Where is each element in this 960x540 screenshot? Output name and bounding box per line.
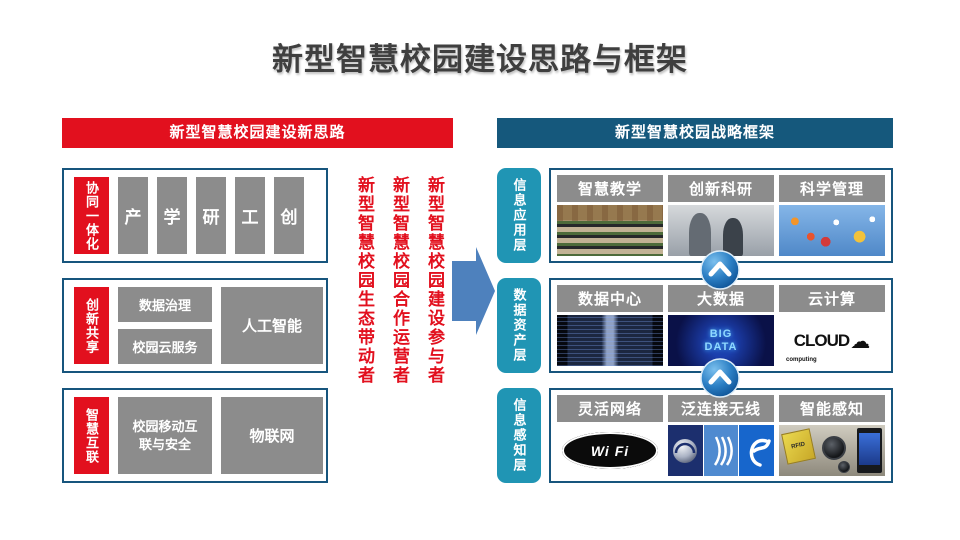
slide-title: 新型智慧校园建设思路与框架: [272, 42, 688, 77]
layer-box-data-assets: 数据中心 大数据 BIG DATA 云计算 CLOUD ☁ computing: [549, 278, 893, 373]
camera-icon: [822, 436, 847, 461]
layer-label-information-sensing: 信息感知层: [497, 388, 541, 483]
classroom-photo: [557, 205, 663, 256]
smart-teaching-title: 智慧教学: [557, 175, 663, 202]
cell-mobile-security: 校园移动互联与安全: [118, 397, 212, 474]
dashboard-illustration: [779, 205, 885, 256]
cell-data-governance: 数据治理: [118, 287, 212, 322]
cell-industry: 产: [118, 177, 148, 254]
cell-campus-cloud: 校园云服务: [118, 329, 212, 364]
wifi-logo: Wi Fi: [557, 425, 663, 476]
column-big-data: 大数据 BIG DATA: [668, 285, 774, 366]
right-block-arrow-icon: [452, 245, 496, 342]
vertical-text-cooperation-operator: 新型智慧校园合作运营者: [390, 176, 409, 385]
up-chevron-icon-1: [700, 250, 740, 295]
up-chevron-icon-2: [700, 358, 740, 403]
scientific-management-title: 科学管理: [779, 175, 885, 202]
column-data-center: 数据中心: [557, 285, 663, 366]
left-row-innovation-sharing: 创新共享 数据治理 校园云服务 人工智能: [62, 278, 328, 373]
research-photo: [668, 205, 774, 256]
left-panel-header: 新型智慧校园建设新思路: [62, 118, 453, 148]
right-panel-header: 新型智慧校园战略框架: [497, 118, 893, 148]
innovative-research-title: 创新科研: [668, 175, 774, 202]
china-telecom-logo: [739, 425, 774, 476]
cloud-logo: CLOUD ☁ computing: [779, 315, 885, 366]
data-center-title: 数据中心: [557, 285, 663, 312]
column-scientific-management: 科学管理: [779, 175, 885, 256]
layer-label-information-application: 信息应用层: [497, 168, 541, 263]
cloud-computing-title: 云计算: [779, 285, 885, 312]
wifi-logo-text: Wi Fi: [562, 432, 658, 469]
server-room-photo: [557, 315, 663, 366]
column-cloud-computing: 云计算 CLOUD ☁ computing: [779, 285, 885, 366]
cell-ai: 人工智能: [221, 287, 323, 364]
column-flexible-network: 灵活网络 Wi Fi: [557, 395, 663, 476]
intelligent-sensing-title: 智能感知: [779, 395, 885, 422]
row-label-innovation-sharing: 创新共享: [74, 287, 109, 364]
big-data-graphic-text: BIG DATA: [704, 327, 738, 353]
left-row-smart-interconnect: 智慧互联 校园移动互联与安全 物联网: [62, 388, 328, 483]
big-data-graphic: BIG DATA: [668, 315, 774, 366]
layer-label-data-assets: 数据资产层: [497, 278, 541, 373]
smartphone-icon: [857, 428, 882, 473]
cloud-logo-text: CLOUD: [793, 330, 850, 350]
column-innovative-research: 创新科研: [668, 175, 774, 256]
cloud-icon: ☁: [850, 328, 871, 353]
china-unicom-logo: [703, 425, 739, 476]
cell-academia: 学: [157, 177, 187, 254]
ubiquitous-wireless-title: 泛连接无线: [668, 395, 774, 422]
row-label-collaboration: 协同一体化: [74, 177, 109, 254]
telecom-carrier-logos: [668, 425, 774, 476]
cell-iot: 物联网: [221, 397, 323, 474]
small-camera-icon: [838, 460, 851, 473]
vertical-text-ecosystem-driver: 新型智慧校园生态带动者: [355, 176, 374, 385]
china-mobile-logo: [668, 425, 703, 476]
layer-box-sensing: 灵活网络 Wi Fi 泛连接无线: [549, 388, 893, 483]
flexible-network-title: 灵活网络: [557, 395, 663, 422]
cloud-logo-subtext: computing: [786, 357, 817, 363]
row-label-smart-interconnect: 智慧互联: [74, 397, 109, 474]
cell-engineering: 工: [235, 177, 265, 254]
rfid-camera-phone-photo: RFID: [779, 425, 885, 476]
column-intelligent-sensing: 智能感知 RFID: [779, 395, 885, 476]
layer-box-application: 智慧教学 创新科研 科学管理: [549, 168, 893, 263]
rfid-tag-icon: RFID: [781, 428, 816, 465]
column-smart-teaching: 智慧教学: [557, 175, 663, 256]
cell-research: 研: [196, 177, 226, 254]
column-ubiquitous-wireless: 泛连接无线: [668, 395, 774, 476]
cell-innovation: 创: [274, 177, 304, 254]
vertical-text-construction-participant: 新型智慧校园建设参与者: [425, 176, 444, 385]
left-row-collaboration: 协同一体化 产 学 研 工 创: [62, 168, 328, 263]
